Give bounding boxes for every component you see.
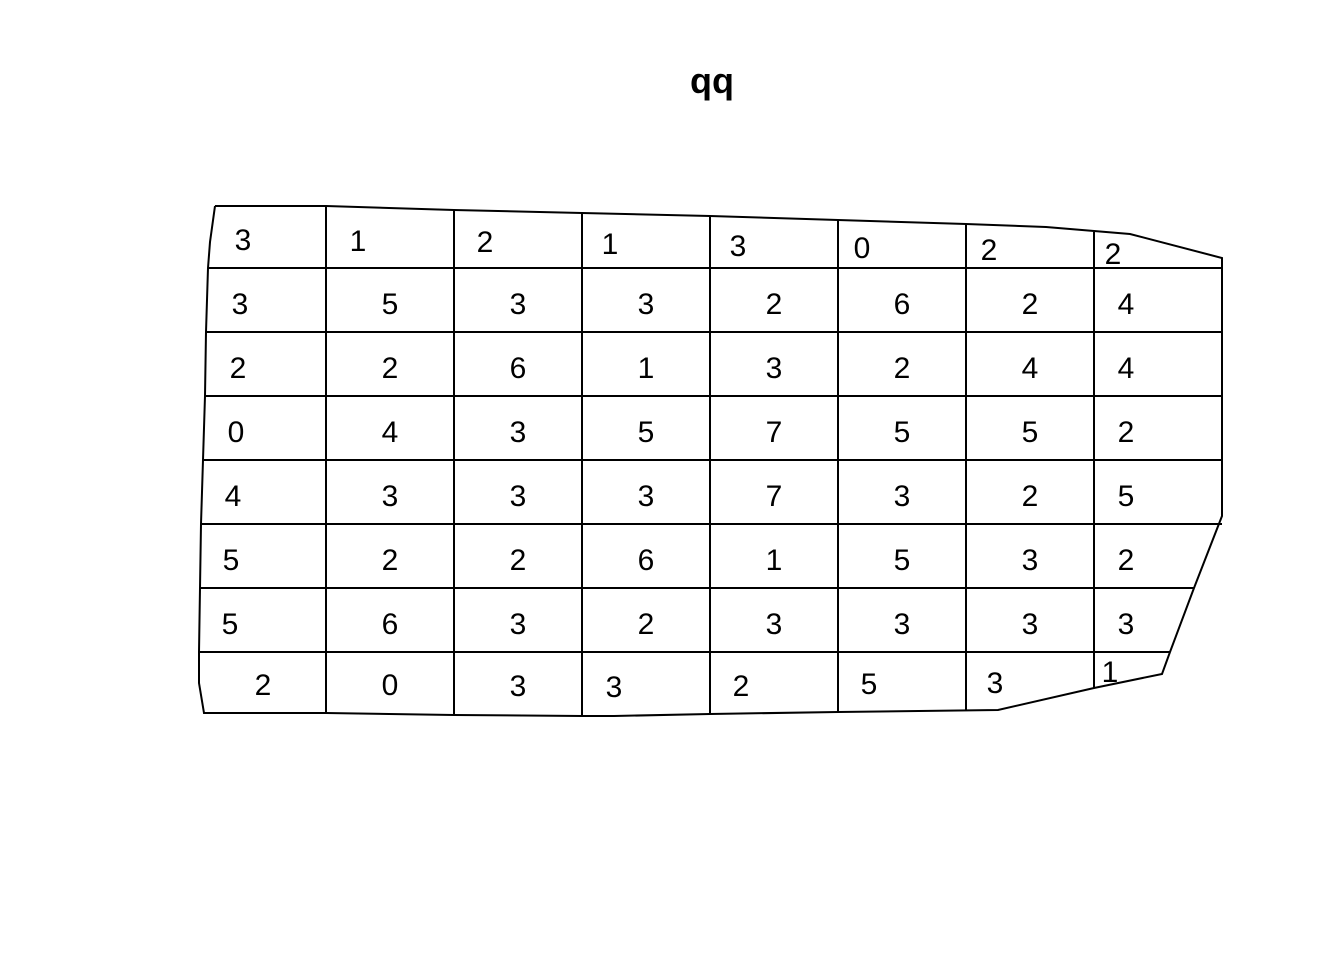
quadrat-count: 7 bbox=[766, 416, 783, 449]
quadrat-count: 2 bbox=[1022, 288, 1039, 321]
quadrat-count: 3 bbox=[1022, 608, 1039, 641]
quadrat-count: 4 bbox=[1118, 288, 1135, 321]
quadrat-count: 2 bbox=[1118, 544, 1135, 577]
quadrat-count: 3 bbox=[510, 288, 527, 321]
quadrat-count: 3 bbox=[766, 608, 783, 641]
quadrat-count: 2 bbox=[230, 352, 247, 385]
quadrat-count: 4 bbox=[382, 416, 399, 449]
quadrat-count: 6 bbox=[638, 544, 655, 577]
quadrat-count: 3 bbox=[730, 230, 747, 263]
quadrat-count: 1 bbox=[1102, 656, 1119, 689]
chart-title: qq bbox=[690, 60, 734, 101]
quadrat-count: 1 bbox=[350, 225, 367, 258]
quadrat-count: 5 bbox=[223, 544, 240, 577]
quadrat-count: 2 bbox=[255, 669, 272, 702]
quadrat-count: 3 bbox=[235, 224, 252, 257]
quadrat-count: 3 bbox=[1022, 544, 1039, 577]
quadrat-count: 5 bbox=[382, 288, 399, 321]
quadrat-count: 5 bbox=[638, 416, 655, 449]
quadrat-count: 0 bbox=[382, 669, 399, 702]
quadrat-count: 3 bbox=[766, 352, 783, 385]
quadrat-count: 3 bbox=[1118, 608, 1135, 641]
quadrat-count: 3 bbox=[510, 670, 527, 703]
quadrat-count: 5 bbox=[1118, 480, 1135, 513]
quadrat-count: 5 bbox=[894, 416, 911, 449]
quadrat-count: 1 bbox=[602, 228, 619, 261]
quadrat-count: 2 bbox=[766, 288, 783, 321]
quadrat-count: 3 bbox=[232, 288, 249, 321]
quadrat-count: 3 bbox=[510, 608, 527, 641]
quadrat-count: 4 bbox=[1118, 352, 1135, 385]
quadrat-count: 2 bbox=[477, 226, 494, 259]
quadrat-count: 5 bbox=[861, 668, 878, 701]
quadrat-count: 7 bbox=[766, 480, 783, 513]
quadrat-count: 3 bbox=[638, 288, 655, 321]
quadrat-count: 0 bbox=[228, 416, 245, 449]
quadrat-count: 2 bbox=[1022, 480, 1039, 513]
quadrat-count: 5 bbox=[894, 544, 911, 577]
quadrat-count: 3 bbox=[638, 480, 655, 513]
quadrat-count: 2 bbox=[981, 234, 998, 267]
quadrat-count: 2 bbox=[510, 544, 527, 577]
quadrat-count: 1 bbox=[766, 544, 783, 577]
quadrat-count: 1 bbox=[638, 352, 655, 385]
quadrat-count: 2 bbox=[382, 544, 399, 577]
quadrat-count: 2 bbox=[894, 352, 911, 385]
quadrat-count: 3 bbox=[987, 667, 1004, 700]
quadrat-count: 0 bbox=[854, 232, 871, 265]
quadrat-count: 6 bbox=[382, 608, 399, 641]
quadrat-count: 3 bbox=[510, 416, 527, 449]
quadrat-count: 5 bbox=[1022, 416, 1039, 449]
quadrat-count: 3 bbox=[894, 608, 911, 641]
quadrat-count: 2 bbox=[638, 608, 655, 641]
quadrat-count: 4 bbox=[225, 480, 242, 513]
quadrat-count: 6 bbox=[894, 288, 911, 321]
quadrat-count: 3 bbox=[894, 480, 911, 513]
quadrat-count: 3 bbox=[382, 480, 399, 513]
quadrat-grid bbox=[198, 205, 1223, 717]
quadrat-count: 2 bbox=[733, 670, 750, 703]
quadrat-count: 2 bbox=[382, 352, 399, 385]
quadrat-count: 5 bbox=[222, 608, 239, 641]
quadrat-count: 6 bbox=[510, 352, 527, 385]
quadrat-count: 2 bbox=[1105, 238, 1122, 271]
quadrat-count: 3 bbox=[510, 480, 527, 513]
quadrat-count: 4 bbox=[1022, 352, 1039, 385]
quadrat-count: 3 bbox=[606, 671, 623, 704]
quadrat-count: 2 bbox=[1118, 416, 1135, 449]
